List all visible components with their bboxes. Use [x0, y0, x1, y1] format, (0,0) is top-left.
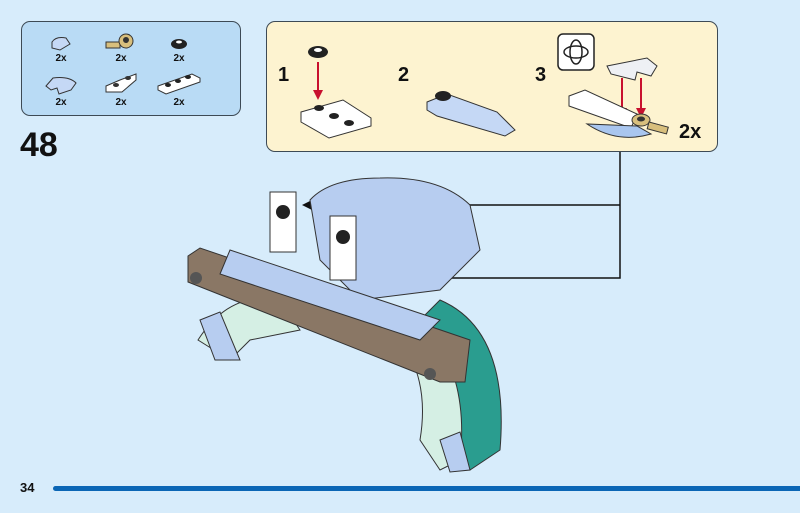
- curved-slope-icon: [45, 77, 77, 95]
- part-inverted-plate: 2x: [96, 70, 146, 108]
- substep-number: 1: [278, 64, 290, 86]
- part-qty: 2x: [115, 53, 127, 64]
- page-number: 34: [20, 480, 35, 495]
- subassembly-illustration: [300, 33, 669, 139]
- part-plate-1x3: 2x: [154, 70, 204, 108]
- bar-holder-icon: [105, 33, 134, 49]
- parts-list-box: 2x 2x 2x 2x 2x 2x: [21, 21, 241, 116]
- substep-number: 2: [398, 64, 410, 86]
- part-round-tile: 2x: [154, 34, 204, 64]
- part-qty: 2x: [115, 97, 127, 108]
- rotate-model-icon: [557, 33, 595, 71]
- arrow-down-icon: [313, 90, 323, 100]
- substep-number: 3: [535, 64, 547, 86]
- part-qty: 2x: [55, 53, 67, 64]
- main-model-illustration: [187, 152, 621, 473]
- subassembly-box: 1 2 3 2x: [266, 21, 718, 152]
- callout-arrow-icon: [302, 200, 312, 210]
- part-qty: 2x: [173, 97, 185, 108]
- part-qty: 2x: [55, 97, 67, 108]
- inverted-plate-icon: [105, 73, 137, 93]
- part-curved-slope-1x2: 2x: [36, 74, 86, 108]
- round-tile-icon: [171, 39, 187, 49]
- step-number: 48: [20, 126, 58, 164]
- subassembly-multiplier: 2x: [679, 121, 702, 143]
- part-qty: 2x: [173, 53, 185, 64]
- plate-1x3-icon: [157, 73, 201, 95]
- part-bar-holder: 2x: [96, 32, 146, 64]
- curved-slope-icon: [51, 37, 71, 51]
- page-footer-rule: [53, 486, 800, 491]
- part-curved-slope-1x1: 2x: [36, 34, 86, 64]
